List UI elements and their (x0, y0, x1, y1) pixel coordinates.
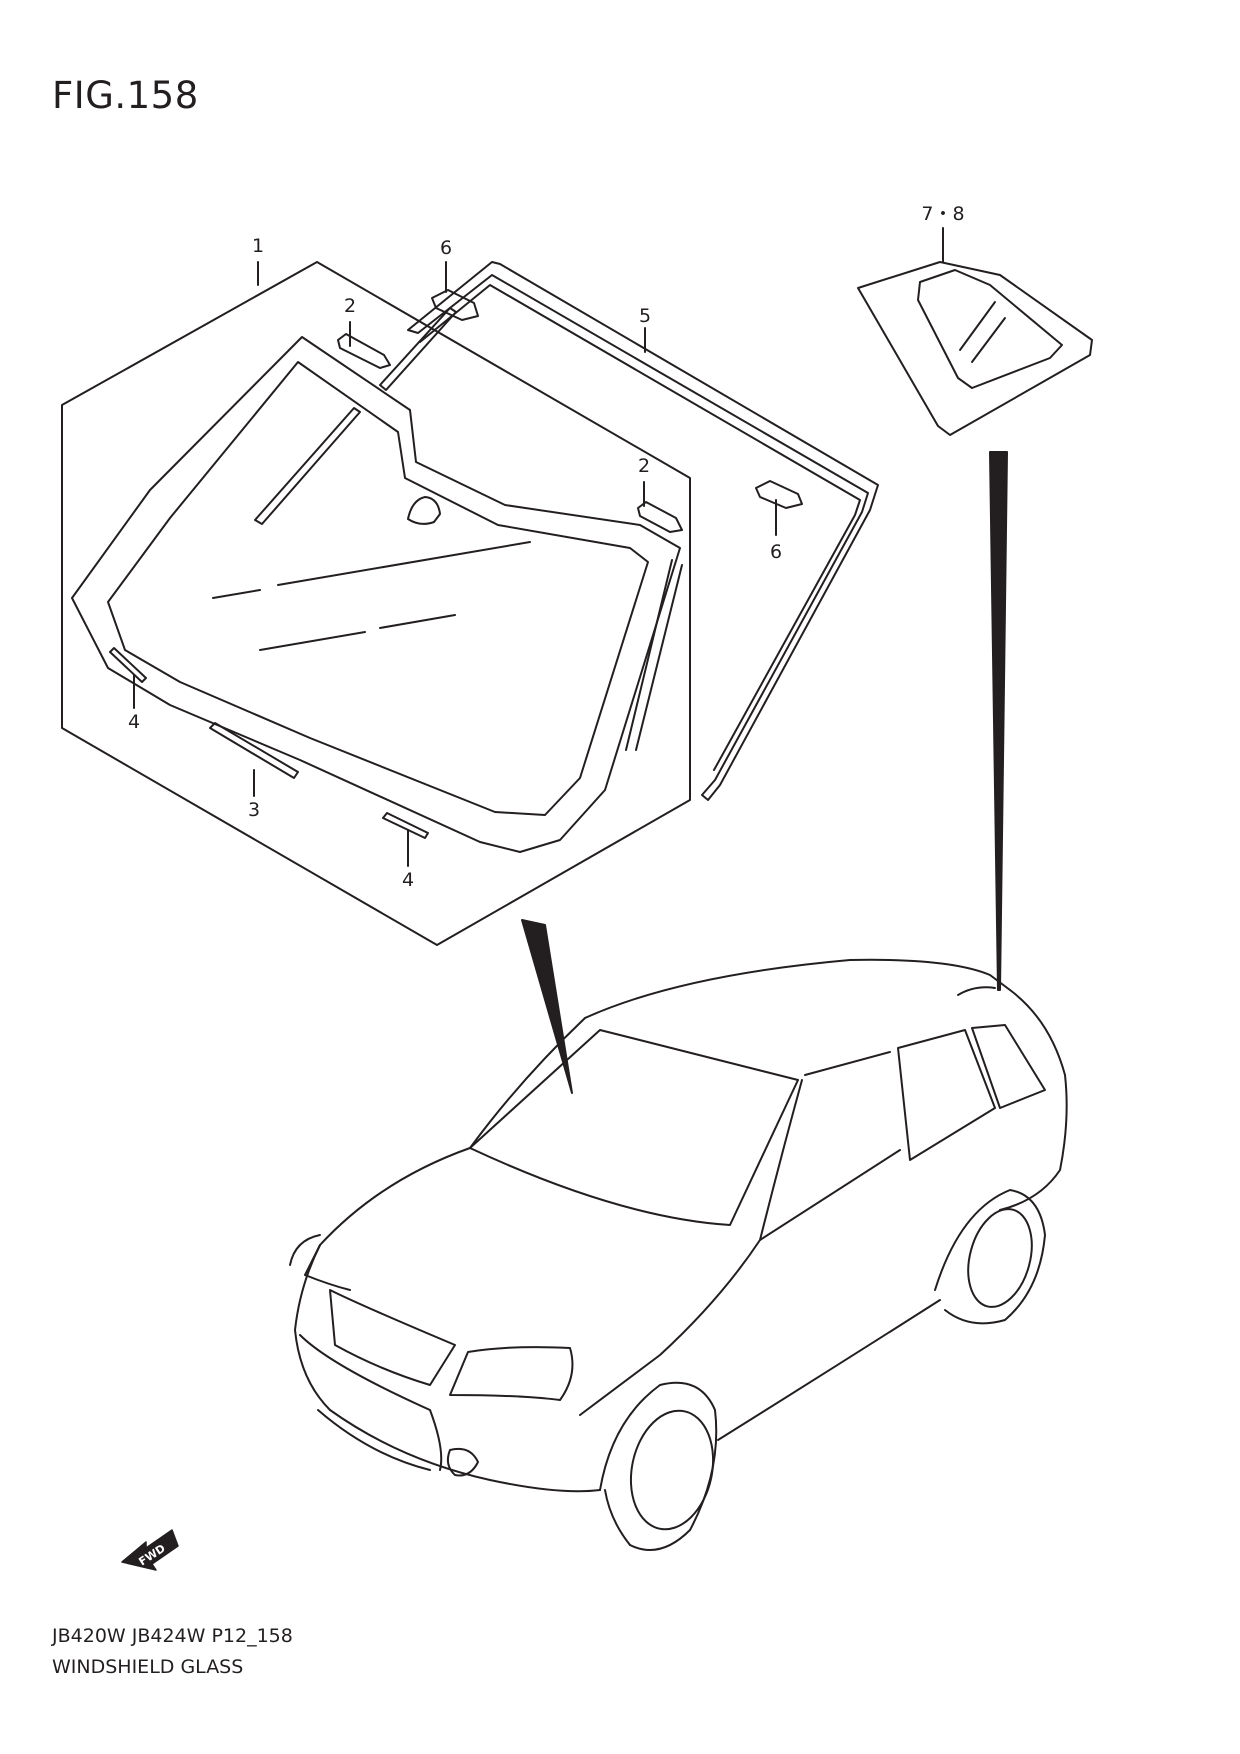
glass-reflection (379, 614, 456, 629)
forward-arrow-icon: FWD (121, 1529, 179, 1571)
spacer-left (337, 333, 391, 369)
callout-1: 1 (252, 235, 264, 257)
spacer-right (637, 501, 683, 533)
windshield-inner-edge (107, 361, 649, 816)
strip-3 (209, 722, 299, 779)
callout-2a: 2 (344, 295, 356, 317)
upper-molding-inner (419, 284, 861, 771)
glass-reflection (277, 541, 531, 586)
upper-molding (407, 261, 879, 801)
callout-6b: 6 (770, 541, 782, 563)
glass-reflection (259, 631, 366, 651)
pointer-wedge-rear (989, 451, 1008, 991)
glass-reflection (212, 589, 261, 599)
windshield-glass (71, 336, 681, 853)
clip-top (431, 289, 479, 321)
callout-3: 3 (248, 799, 260, 821)
mirror-mount (407, 496, 441, 525)
callout-4b: 4 (402, 869, 414, 891)
pillar-strip (254, 407, 361, 525)
assembly-box (61, 261, 691, 946)
clip-right (755, 480, 803, 509)
callout-4a: 4 (128, 711, 140, 733)
glass-reflection (971, 317, 1006, 363)
glass-side-trim (625, 559, 683, 751)
callout-5: 5 (639, 305, 651, 327)
callout-6a: 6 (440, 237, 452, 259)
callout-7-8: 7・8 (921, 203, 964, 225)
strip-4-right (382, 812, 429, 839)
figure-caption: WINDSHIELD GLASS (52, 1656, 244, 1678)
quarter-window-inner (917, 269, 1063, 389)
pointer-wedge-front (521, 919, 573, 1094)
callout-2b: 2 (638, 455, 650, 477)
figure-title: FIG.158 (52, 74, 199, 117)
model-code: JB420W JB424W P12_158 (52, 1625, 293, 1647)
glass-reflection (959, 301, 996, 351)
vehicle-outline (289, 958, 1068, 1551)
quarter-window (857, 261, 1093, 436)
strip-4-left (109, 647, 147, 683)
